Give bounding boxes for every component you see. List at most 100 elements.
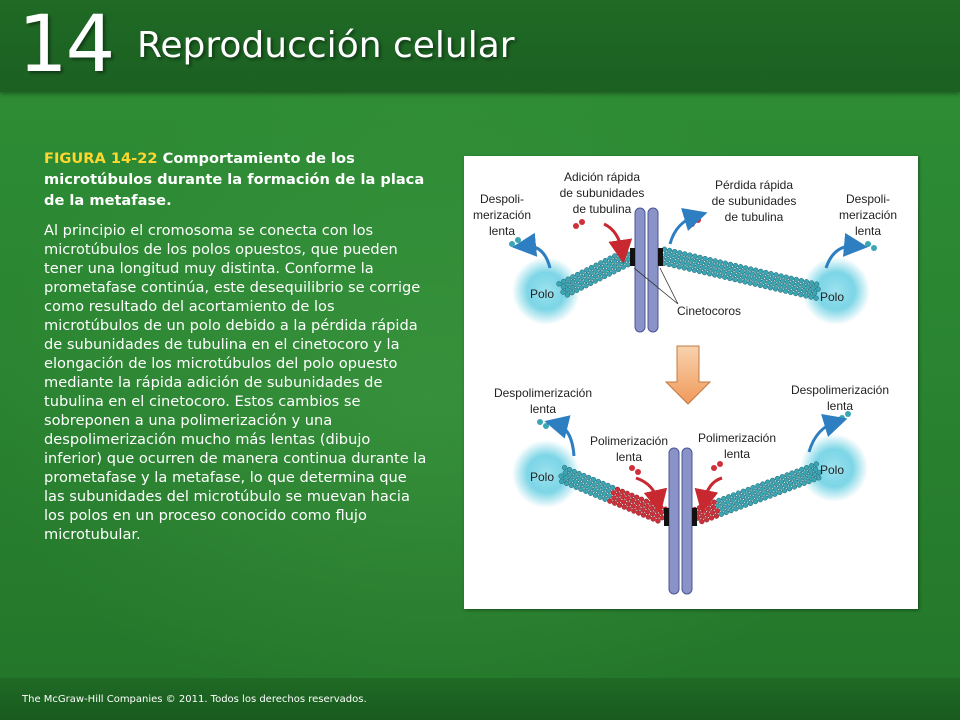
tubulin-subunit	[797, 477, 803, 483]
tubulin-subunit	[777, 489, 783, 496]
tubulin-subunit	[615, 266, 622, 273]
tubulin-subunit	[624, 490, 630, 497]
tubulin-subunit	[625, 501, 632, 507]
tubulin-subunit	[808, 280, 815, 286]
tubulin-subunit	[751, 276, 757, 282]
tubulin-subunit	[758, 268, 764, 275]
tubulin-subunit	[811, 290, 818, 296]
tubulin-subunit	[583, 283, 589, 289]
tubulin-subunit	[732, 262, 739, 269]
tubulin-subunit	[566, 466, 573, 473]
tubulin-subunit	[782, 288, 789, 294]
tubulin-subunit	[703, 260, 710, 267]
tubulin-subunit	[598, 260, 604, 266]
figure-title: Comportamiento de los microtúbulos duran…	[44, 150, 425, 209]
tubulin-subunit	[640, 512, 647, 518]
tubulin-subunit	[569, 284, 575, 291]
tubulin-subunit	[776, 282, 782, 288]
top-right-depol-l2: merización	[839, 208, 897, 222]
tubulin-subunit	[619, 488, 625, 495]
tubulin-subunit	[567, 472, 573, 478]
top-right-depol-l3: lenta	[855, 224, 881, 238]
tubulin-subunit	[678, 255, 684, 261]
arrow-rapid-loss	[668, 207, 708, 245]
tubulin-subunit	[773, 481, 780, 487]
tubulin-subunit	[564, 292, 571, 298]
tubulin-subunit	[620, 264, 626, 270]
kinetochore-top-right	[658, 248, 663, 266]
tubulin-subunit	[768, 488, 774, 494]
arrow-depol-right-top	[824, 232, 868, 269]
tubulin-subunit	[730, 492, 737, 498]
tubulin-subunit	[714, 508, 720, 514]
tubulin-subunit	[708, 515, 715, 521]
microtubule-left-bottom	[558, 464, 669, 524]
tubulin-subunit	[742, 279, 748, 285]
tubulin-subunit	[738, 499, 745, 505]
tubulin-subunit	[626, 506, 632, 512]
tubulin-subunit	[693, 258, 700, 264]
tubulin-subunit	[687, 252, 693, 258]
header-bar	[0, 0, 960, 92]
tubulin-subunit	[806, 289, 813, 295]
tubulin-subunit	[616, 256, 622, 262]
top-right-depol-l1: Despoli-	[846, 192, 890, 206]
tubulin-subunit	[640, 507, 646, 513]
tubulin-subunit	[816, 475, 822, 481]
tubulin-subunit	[795, 281, 801, 288]
bottom-left-pol-l1: Polimerización	[590, 434, 668, 448]
tubulin-subunit	[616, 497, 622, 503]
tubulin-subunit	[739, 269, 745, 275]
tubulin-subunit	[734, 495, 741, 502]
tubulin-subunit	[643, 498, 650, 504]
tubulin-subunit	[794, 468, 800, 474]
tubulin-subunit	[692, 253, 698, 259]
tubulin-subunit	[663, 251, 669, 257]
tubulin-subunit	[610, 484, 616, 491]
tubulin-subunit	[571, 468, 577, 475]
tubulin-subunit	[592, 487, 598, 493]
tubulin-subunit	[709, 262, 715, 268]
tubulin-subunit	[717, 259, 723, 265]
tubulin-subunit	[691, 267, 698, 273]
tubulin-subunit	[719, 506, 725, 512]
tubulin-subunit	[712, 258, 718, 264]
tubulin-subunit	[812, 471, 818, 478]
bottom-right-pol-l2: lenta	[724, 447, 750, 461]
tubulin-subunit	[798, 472, 804, 478]
tubulin-subunit	[616, 502, 623, 508]
tubulin-subunit	[581, 478, 588, 484]
chapter-number: 14	[18, 0, 115, 90]
tubulin-subunit	[778, 273, 784, 279]
tubulin-subunit	[576, 470, 582, 477]
chromosome-top-left-arm	[634, 207, 646, 333]
figure-caption: FIGURA 14-22 Comportamiento de los micro…	[44, 148, 432, 544]
tubulin-subunit	[785, 279, 791, 285]
tubulin-subunit	[782, 487, 788, 494]
tubulin-subunit	[758, 491, 764, 498]
tubulin-subunit	[782, 482, 789, 489]
tubulin-subunit	[730, 497, 736, 503]
pole-right-top-label: Polo	[820, 290, 844, 304]
top-left-depol-l3: lenta	[489, 224, 515, 238]
tubulin-subunit	[734, 267, 740, 274]
tubulin-subunit	[788, 475, 794, 481]
tubulin-subunit	[769, 477, 776, 484]
tubulin-subunit	[740, 488, 746, 494]
tubulin-subunit	[602, 263, 608, 269]
tubulin-subunit	[752, 498, 759, 505]
tubulin-subunit	[723, 509, 729, 516]
tubulin-subunit	[772, 491, 778, 497]
tubulin-subunit	[773, 486, 779, 492]
tubulin-subunit	[606, 266, 613, 272]
tubulin-subunit	[636, 510, 642, 516]
tubulin-subunit	[813, 295, 819, 301]
tubulin-subunit	[645, 509, 651, 515]
tubulin-subunit	[582, 483, 588, 489]
tubulin-subunit	[669, 257, 676, 264]
tubulin-subunit	[621, 504, 627, 510]
tubulin-subunit	[611, 269, 617, 275]
tubulin-subunit	[602, 257, 609, 264]
subunit-dots-top	[509, 217, 877, 251]
tubulin-subunit	[625, 262, 631, 268]
